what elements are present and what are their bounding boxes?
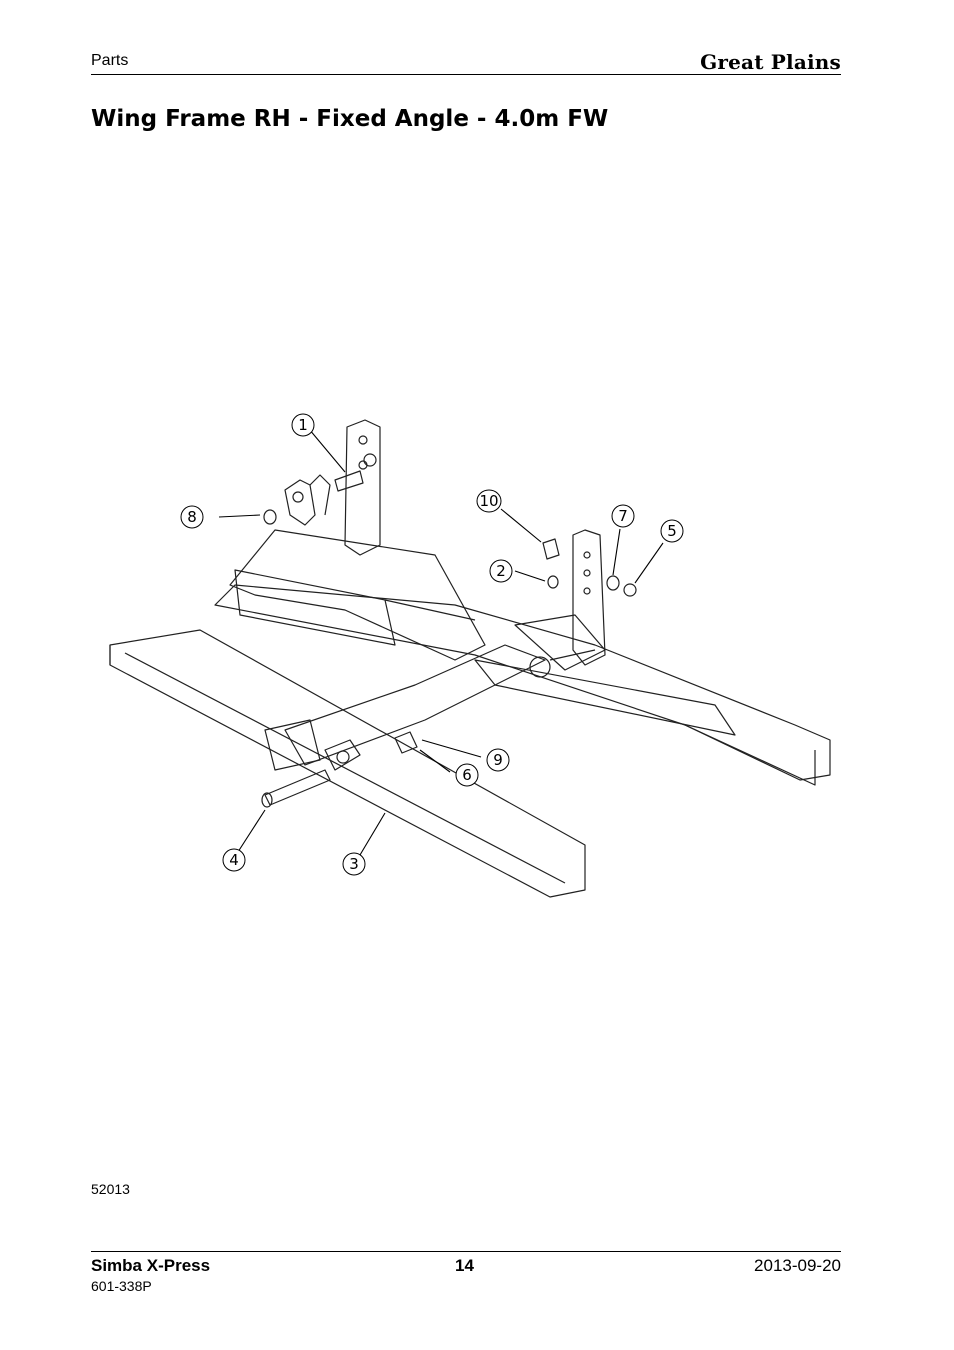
parts-diagram: 1 2 3 4 5 6 7 8 9 10 [109,413,831,898]
callout-5: 5 [667,522,677,540]
callout-10: 10 [479,492,498,510]
inner-frame [229,529,486,661]
callout-6: 6 [462,766,472,784]
footer-divider [91,1251,841,1252]
nut-5 [623,583,637,597]
left-upright [344,419,381,556]
nut-1 [363,453,377,467]
header-divider [91,74,841,75]
brand-logo: Great Plains [700,50,841,74]
callout-2: 2 [496,562,506,580]
footer-part-number: 601-338P [91,1278,152,1294]
header-section-label: Parts [91,52,129,69]
page-title: Wing Frame RH - Fixed Angle - 4.0m FW [91,106,609,132]
pin-4 [264,769,331,806]
callout-3: 3 [349,855,359,873]
callout-7: 7 [618,507,628,525]
bolt-10 [542,538,560,560]
callout-4: 4 [229,851,239,869]
footer-product: Simba X-Press [91,1256,211,1275]
callout-8: 8 [187,508,197,526]
rear-beam [214,584,831,781]
page-number: 14 [455,1256,474,1275]
callout-1: 1 [298,416,308,434]
bushing-2 [547,575,559,589]
bushing-6 [394,731,418,754]
callout-9: 9 [493,751,503,769]
right-upright [572,529,606,666]
washer-7 [606,575,620,591]
figure-id: 52013 [91,1181,130,1197]
footer-date: 2013-09-20 [754,1256,841,1275]
pin-1 [334,470,364,492]
cross-member [284,644,546,766]
nut-8 [263,509,277,525]
